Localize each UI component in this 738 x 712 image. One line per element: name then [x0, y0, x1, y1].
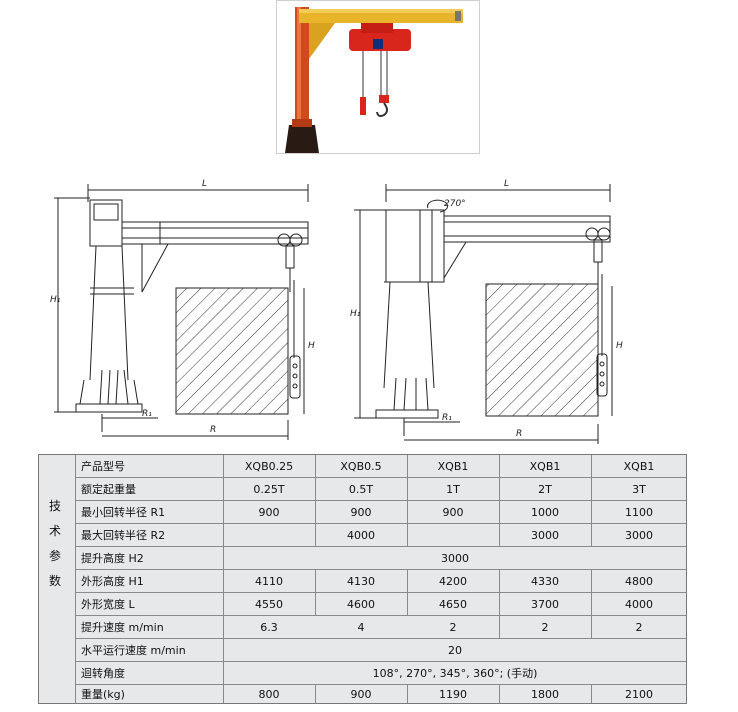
dim-L-label: L — [202, 179, 207, 189]
table-cell: 900 — [258, 506, 280, 519]
table-cell: 1000 — [531, 506, 559, 519]
side-label-char-4: 数 — [48, 574, 61, 588]
row-label-weight: 重量(kg) — [81, 688, 125, 701]
dim-H-label-right: H — [616, 341, 623, 351]
table-cell: 4330 — [531, 575, 559, 588]
row-label-max-radius: 最大回转半径 R2 — [81, 529, 166, 542]
table-cell: 4200 — [439, 575, 467, 588]
table-cell: 4110 — [255, 575, 283, 588]
table-cell: 2100 — [625, 688, 653, 701]
table-cell: 4130 — [347, 575, 375, 588]
table-cell: 6.3 — [260, 621, 278, 634]
table-cell: 3000 — [531, 529, 559, 542]
table-cell: 900 — [350, 506, 372, 519]
jib-crane-photo — [277, 1, 479, 153]
row-label-slewing-angle: 迴转角度 — [81, 667, 125, 680]
table-cell-span: 3000 — [441, 552, 469, 565]
model-header: XQB1 — [623, 460, 655, 473]
model-header: XQB1 — [529, 460, 561, 473]
side-label-char-2: 术 — [48, 524, 61, 538]
drawing-fixed-jib-svg: L H₁ H R₁ R — [50, 179, 315, 440]
rotation-angle-label: 270° — [444, 199, 466, 209]
table-cell: 1800 — [531, 688, 559, 701]
table-cell: 900 — [442, 506, 464, 519]
model-header: XQB1 — [437, 460, 469, 473]
table-cell: 2T — [538, 483, 552, 496]
row-label-overall-height: 外形高度 H1 — [81, 575, 144, 588]
table-cell: 900 — [350, 688, 372, 701]
drawing-slewing-jib: L 270° H₁ H R₁ R — [348, 170, 632, 452]
dim-L-label-right: L — [504, 179, 509, 189]
row-label-rated-load: 额定起重量 — [81, 483, 136, 496]
row-label-min-radius: 最小回转半径 R1 — [81, 506, 166, 519]
dim-H1-label-right: H₁ — [350, 309, 361, 319]
row-label-overall-width: 外形宽度 L — [81, 598, 135, 611]
dim-R1-label-right: R₁ — [442, 413, 452, 423]
table-cell: 2 — [541, 621, 549, 634]
table-cell: 1190 — [439, 688, 467, 701]
table-cell: 4600 — [347, 598, 375, 611]
row-label-travel-speed: 水平运行速度 m/min — [81, 644, 186, 657]
table-cell — [223, 525, 315, 546]
table-cell: 800 — [258, 688, 280, 701]
dim-H1-label: H₁ — [50, 295, 61, 305]
table-cell: 4000 — [347, 529, 375, 542]
side-label-char-3: 参 — [48, 549, 61, 563]
row-label-lift-height: 提升高度 H2 — [81, 552, 144, 565]
table-cell: 0.25T — [253, 483, 285, 496]
table-cell: 1T — [446, 483, 460, 496]
side-label-char-1: 技 — [48, 499, 61, 513]
row-label-lift-speed: 提升速度 m/min — [81, 621, 164, 634]
table-cell: 2 — [449, 621, 457, 634]
table-cell: 4000 — [625, 598, 653, 611]
dim-R-label: R — [210, 425, 216, 435]
dim-R-label-right: R — [516, 429, 522, 439]
table-cell: 4800 — [625, 575, 653, 588]
header-label: 产品型号 — [81, 460, 125, 473]
table-cell: 4650 — [439, 598, 467, 611]
table-cell: 3700 — [531, 598, 559, 611]
table-cell-span: 108°, 270°, 345°, 360°; (手动) — [372, 667, 538, 680]
spec-table: 技 术 参 数 产品型号 XQB0.25 XQB0.5 XQB1 XQB1 XQ… — [38, 454, 687, 704]
table-cell: 4 — [357, 621, 365, 634]
table-cell: 3000 — [625, 529, 653, 542]
model-header: XQB0.5 — [340, 460, 382, 473]
table-cell: 4550 — [255, 598, 283, 611]
drawing-fixed-jib: L H₁ H R₁ R — [50, 170, 320, 452]
table-cell: 2 — [635, 621, 643, 634]
table-cell: 0.5T — [348, 483, 374, 496]
dim-R1-label: R₁ — [142, 409, 152, 419]
product-photo — [276, 0, 480, 154]
table-cell: 3T — [632, 483, 646, 496]
table-cell — [407, 525, 499, 546]
model-header: XQB0.25 — [244, 460, 294, 473]
table-cell-span: 20 — [448, 644, 462, 657]
table-cell: 1100 — [625, 506, 653, 519]
drawing-slewing-jib-svg: L 270° H₁ H R₁ R — [350, 179, 623, 444]
dim-H-label: H — [308, 341, 315, 351]
